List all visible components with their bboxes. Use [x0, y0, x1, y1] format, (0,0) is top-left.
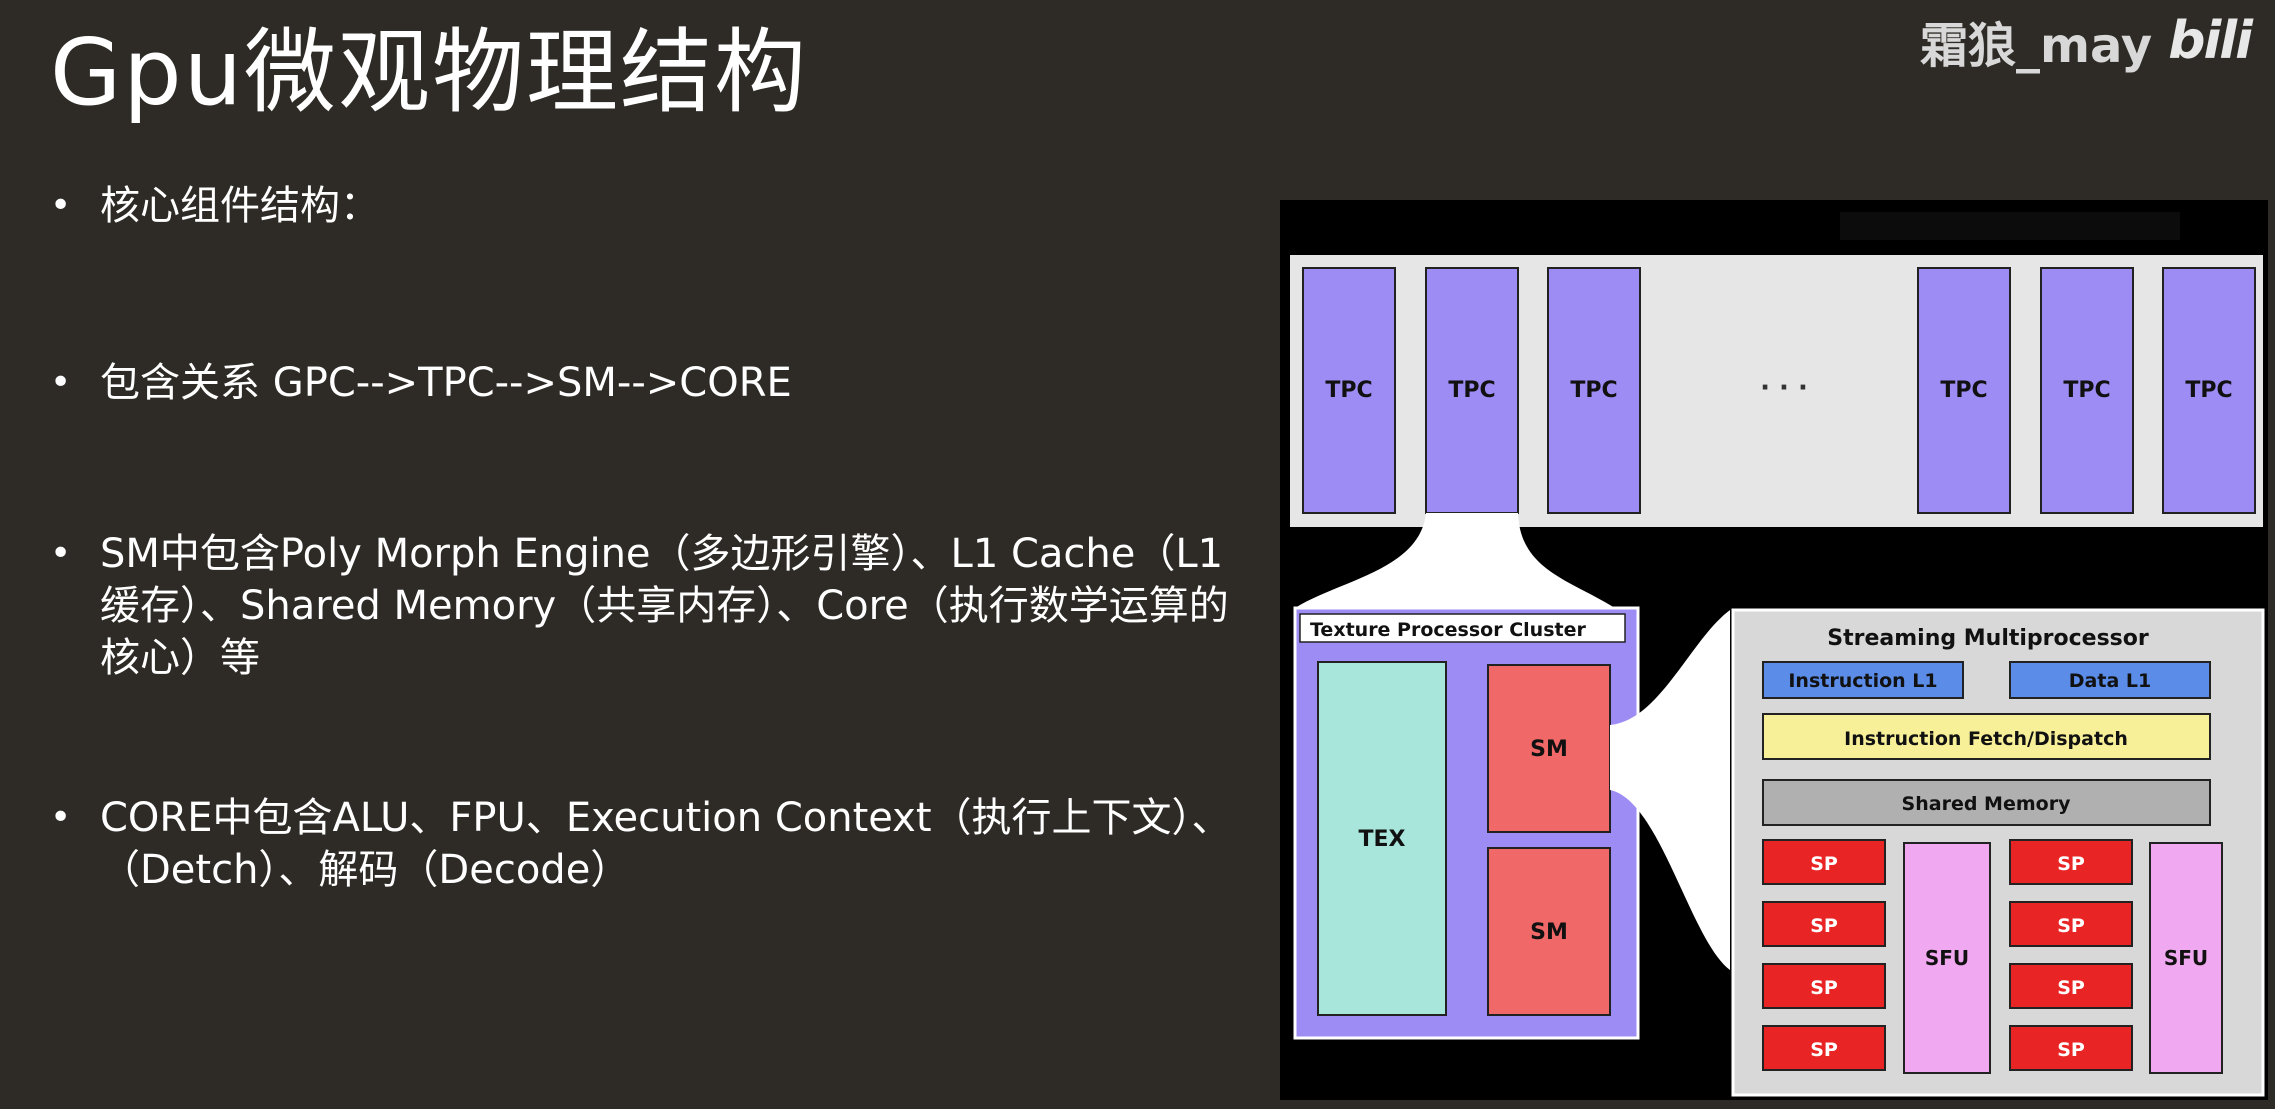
- tpc-box: [2162, 267, 2256, 514]
- sp-box: [1762, 839, 1886, 885]
- tpc-box: [1302, 267, 1396, 514]
- tpc-box: [1547, 267, 1641, 514]
- sm-zoom-funnel: [1610, 610, 1730, 970]
- sp-label: SP: [1810, 915, 1838, 937]
- fetch-dispatch-box: [1762, 713, 2211, 760]
- sp-label: SP: [2057, 1039, 2085, 1061]
- instruction-l1-box: [1762, 661, 1964, 699]
- bullet-item-core-contents: CORE中包含ALU、FPU、Execution Context（执行上下文）、…: [50, 792, 1240, 896]
- tpc-row: TPC TPC TPC · · · TPC TPC TPC: [1302, 267, 2256, 514]
- tpc-box: [1425, 267, 1519, 514]
- sfu-box: [1903, 842, 1991, 1074]
- tpc-zoom-funnel: [1295, 513, 1615, 608]
- data-l1-label: Data L1: [2069, 670, 2151, 692]
- sp-box: [2009, 901, 2133, 947]
- tpc-cluster-title: Texture Processor Cluster: [1310, 619, 1586, 641]
- sp-label: SP: [2057, 915, 2085, 937]
- texture-processor-cluster: Texture Processor Cluster TEX SM SM: [1293, 606, 1640, 1040]
- cluster-sm-box: [1487, 664, 1611, 833]
- instruction-l1-label: Instruction L1: [1788, 670, 1937, 692]
- sp-box: [1762, 1025, 1886, 1071]
- page-title: Gpu微观物理结构: [50, 19, 808, 126]
- sp-label: SP: [1810, 853, 1838, 875]
- diagram-canvas: TPC TPC TPC · · · TPC TPC TPC Texture Pr…: [1290, 212, 2265, 1097]
- bilibili-logo-icon: bili: [2168, 11, 2253, 71]
- sp-label: SP: [2057, 853, 2085, 875]
- tex-label: TEX: [1359, 827, 1406, 852]
- tpc-label: TPC: [1325, 378, 1372, 403]
- tpc-cluster-title-bar: [1299, 613, 1626, 643]
- sp-label: SP: [1810, 1039, 1838, 1061]
- sp-box: [2009, 839, 2133, 885]
- sp-label: SP: [2057, 977, 2085, 999]
- watermark-author: 霜狼_may: [1920, 18, 2153, 74]
- cluster-sm-box: [1487, 847, 1611, 1016]
- shared-memory-label: Shared Memory: [1902, 793, 2072, 815]
- shared-memory-box: [1762, 779, 2211, 826]
- sfu-label: SFU: [1925, 946, 1969, 970]
- streaming-multiprocessor: Streaming Multiprocessor Instruction L1 …: [1731, 608, 2265, 1097]
- sfu-box: [2149, 842, 2223, 1074]
- tpc-label: TPC: [1940, 378, 1987, 403]
- bullet-item-hierarchy: 包含关系 GPC-->TPC-->SM-->CORE: [50, 357, 1240, 409]
- sfu-label: SFU: [2164, 946, 2208, 970]
- sp-label: SP: [1810, 977, 1838, 999]
- tpc-box: [2040, 267, 2134, 514]
- fetch-dispatch-label: Instruction Fetch/Dispatch: [1844, 728, 2128, 750]
- tpc-box: [1917, 267, 2011, 514]
- bullet-item-sm-contents: SM中包含Poly Morph Engine（多边形引擎）、L1 Cache（L…: [50, 528, 1240, 684]
- sp-box: [1762, 963, 1886, 1009]
- data-l1-box: [2009, 661, 2211, 699]
- cluster-sm-label: SM: [1530, 737, 1568, 762]
- bullet-item-core-structure: 核心组件结构：: [50, 180, 1240, 232]
- sp-box: [2009, 1025, 2133, 1071]
- tpc-ellipsis: · · ·: [1760, 373, 1808, 403]
- tpc-label: TPC: [2063, 378, 2110, 403]
- sm-detail-title: Streaming Multiprocessor: [1827, 626, 2149, 651]
- watermark: 霜狼_may bili: [1920, 6, 2253, 76]
- tpc-label: TPC: [1448, 378, 1495, 403]
- tpc-label: TPC: [1570, 378, 1617, 403]
- gpu-architecture-diagram: TPC TPC TPC · · · TPC TPC TPC Texture Pr…: [1280, 200, 2268, 1100]
- sp-box: [1762, 901, 1886, 947]
- tpc-label: TPC: [2185, 378, 2232, 403]
- tpc-row-header-strip: [1840, 212, 2180, 240]
- cluster-sm-label: SM: [1530, 920, 1568, 945]
- tex-unit: [1317, 661, 1447, 1016]
- sp-box: [2009, 963, 2133, 1009]
